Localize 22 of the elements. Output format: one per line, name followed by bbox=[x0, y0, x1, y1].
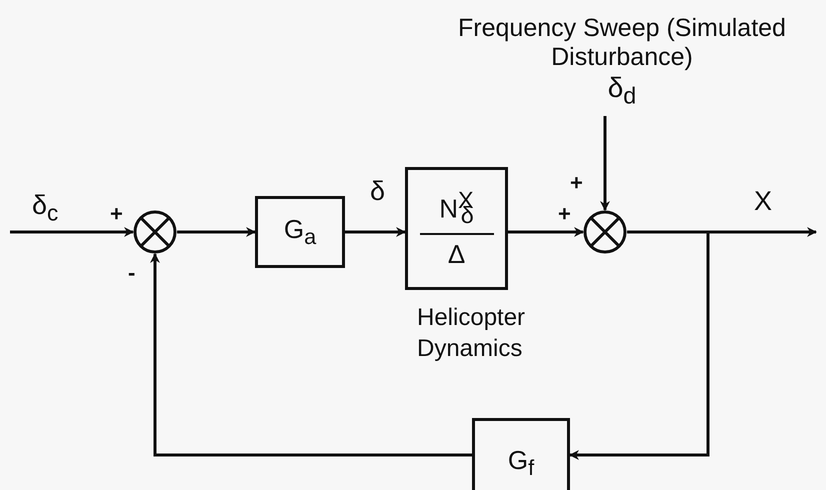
signal-arrow bbox=[150, 253, 472, 456]
transfer-function-block bbox=[405, 167, 508, 290]
signal-arrow bbox=[177, 227, 256, 237]
sign-label: + bbox=[110, 203, 123, 225]
transfer-function-text: G$_{f}$ bbox=[508, 444, 534, 482]
transfer-function-block bbox=[255, 196, 345, 268]
transfer-function-block bbox=[472, 418, 570, 490]
sign-label: + bbox=[570, 172, 583, 194]
sign-label: - bbox=[128, 262, 136, 284]
transfer-function-text: G$_{a}$ bbox=[284, 214, 316, 250]
summing-junction bbox=[583, 210, 627, 254]
summing-junction bbox=[133, 210, 177, 254]
signal-arrow bbox=[345, 227, 406, 237]
signal-arrow bbox=[569, 230, 710, 460]
block-caption: Helicopter Dynamics bbox=[417, 303, 526, 364]
signal-arrow bbox=[508, 227, 584, 237]
sign-label: + bbox=[558, 203, 571, 225]
signal-arrow bbox=[10, 227, 134, 237]
signal-label: δ$_{d}$ bbox=[608, 72, 636, 109]
disturbance-label: Frequency Sweep (Simulated Disturbance) bbox=[457, 14, 787, 72]
signal-arrow bbox=[600, 116, 610, 211]
transfer-function-text: Δ bbox=[448, 239, 466, 270]
